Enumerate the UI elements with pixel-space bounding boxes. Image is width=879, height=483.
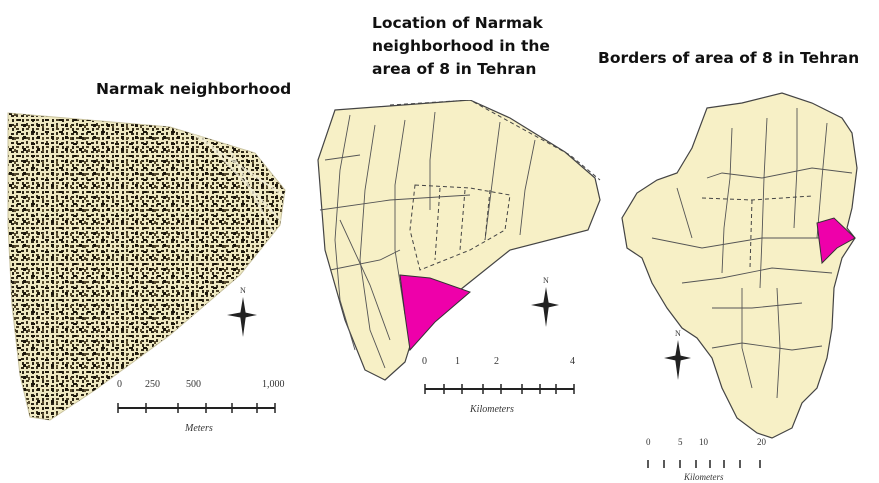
meters-scale-bar: 0 250 500 1,000 Meters [117, 379, 285, 434]
scale-unit-kilometers: Kilometers [469, 404, 514, 415]
title-borders-area-8: Borders of area of 8 in Tehran [598, 49, 860, 67]
scale-unit-kilometers: Kilometers [683, 472, 724, 482]
north-arrow-icon: N [664, 329, 691, 380]
title-narmak-neighborhood: Narmak neighborhood [96, 80, 292, 98]
scale-tick-250: 250 [145, 379, 160, 390]
north-arrow-icon: N [531, 276, 559, 327]
north-label: N [240, 286, 246, 295]
scale-tick-20: 20 [757, 437, 767, 447]
narmak-highlight [399, 274, 471, 352]
scale-tick-1000: 1,000 [262, 379, 285, 390]
title-location-line-3: area of 8 in Tehran [372, 60, 537, 78]
area-8-location-map: N 0 1 2 4 Kilometers [317, 100, 601, 415]
scale-unit-meters: Meters [184, 423, 213, 434]
title-location-narmak: Location of Narmak neighborhood in the a… [372, 12, 550, 81]
scale-tick-0: 0 [117, 379, 122, 390]
tehran-area-map: N 0 5 10 20 Kilometers [621, 92, 858, 482]
tehran-outline [621, 92, 858, 439]
scale-tick-0: 0 [646, 437, 651, 447]
area-8-outline [317, 100, 601, 381]
area-8-highlight [816, 217, 856, 265]
scale-tick-500: 500 [186, 379, 201, 390]
scale-tick-5: 5 [678, 437, 683, 447]
scale-tick-1: 1 [455, 356, 460, 367]
north-label: N [675, 329, 681, 338]
title-location-line-1: Location of Narmak [372, 14, 543, 32]
kilometers-scale-bar: 0 1 2 4 Kilometers [422, 356, 575, 415]
north-label: N [543, 276, 549, 285]
scale-tick-10: 10 [699, 437, 709, 447]
narmak-neighborhood-map: N 0 250 500 1,000 Meters [7, 112, 286, 434]
kilometers-scale-bar-tehran: 0 5 10 20 Kilometers [646, 437, 767, 482]
scale-tick-0: 0 [422, 356, 427, 367]
title-location-line-2: neighborhood in the [372, 37, 550, 55]
north-arrow-icon: N [227, 286, 257, 337]
scale-tick-4: 4 [570, 356, 575, 367]
scale-tick-2: 2 [494, 356, 499, 367]
